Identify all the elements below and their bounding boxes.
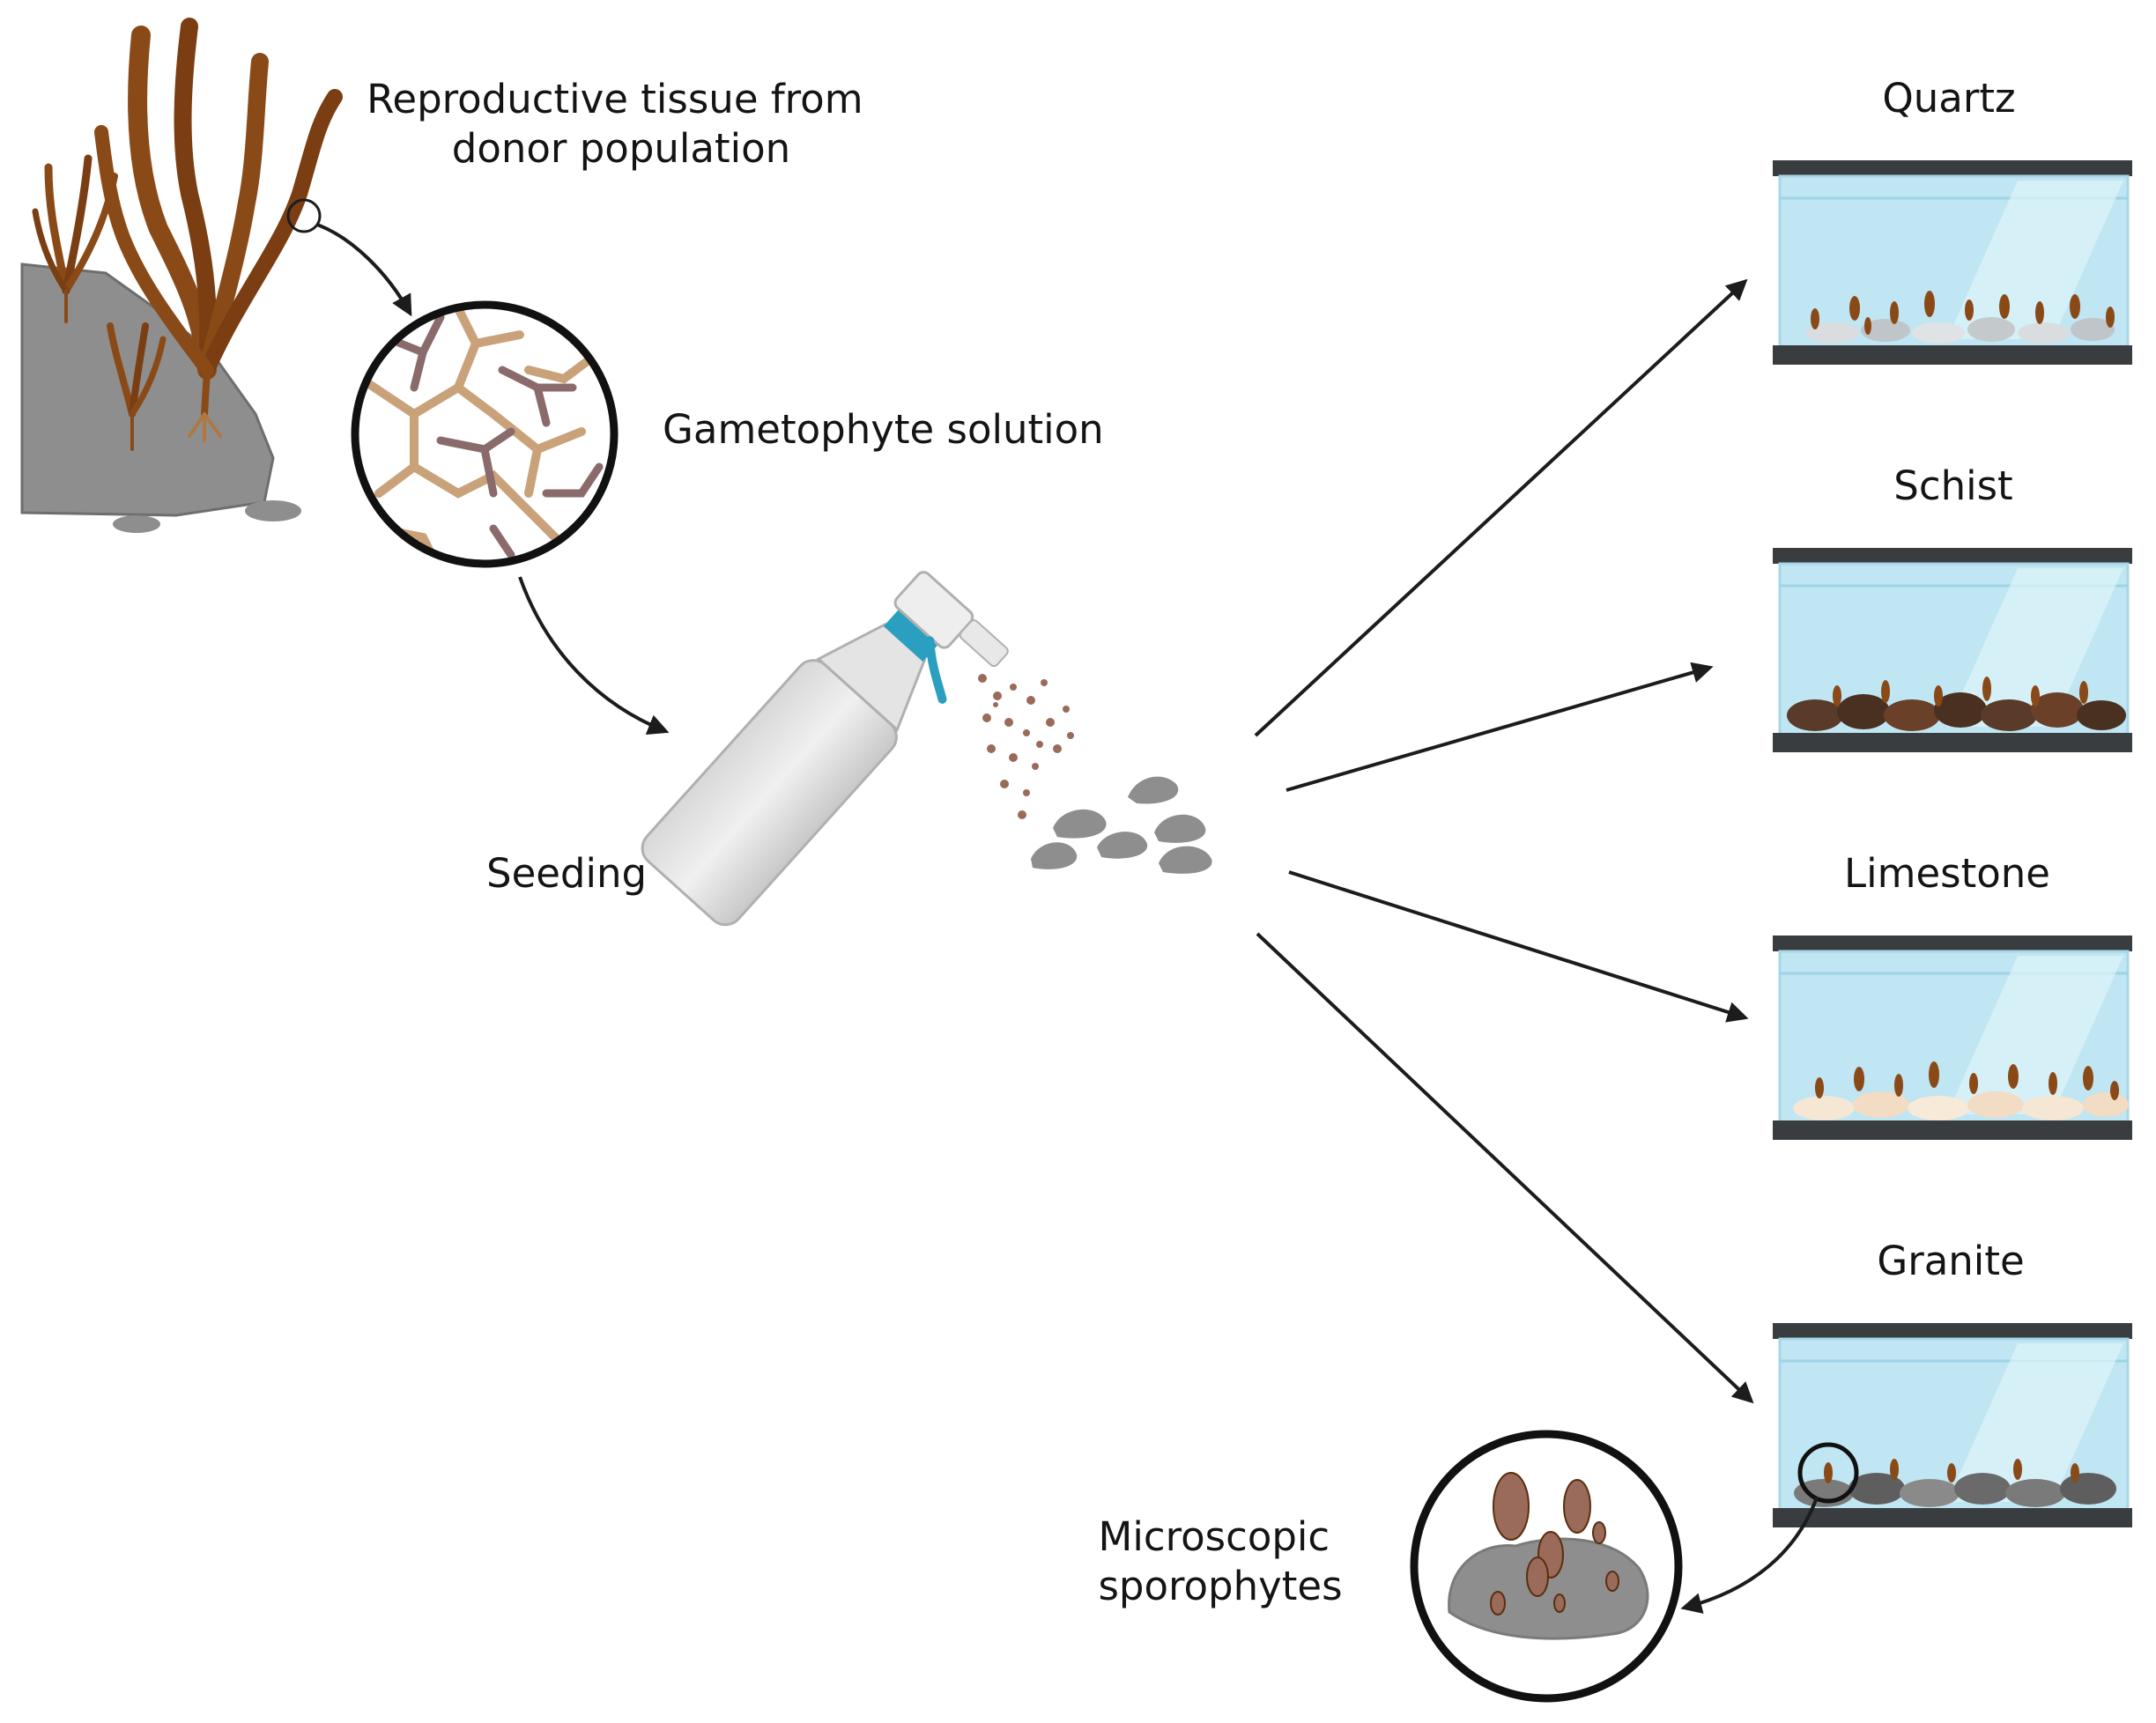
substrate-quartz — [1806, 291, 2115, 344]
spray-droplets — [978, 674, 1074, 819]
tissue-sample-marker — [286, 198, 322, 233]
tank-label: Schist — [1893, 462, 2012, 509]
sporophyte-label-line-1: Microscopic — [1099, 1513, 1330, 1560]
arrow-to-quartz-tank — [1254, 278, 1748, 737]
sporophyte-label-line-2: sporophytes — [1098, 1563, 1342, 1609]
arrow-granite-to-sporophytes — [1680, 1497, 1819, 1614]
tank-limestone: Limestone — [1773, 850, 2132, 1140]
donor-kelp-illustration — [20, 18, 343, 533]
rock — [1031, 842, 1078, 869]
tank-granite: Granite — [1773, 1238, 2132, 1527]
sample-zoom-marker — [1797, 1442, 1859, 1504]
gametophyte-label: Gametophyte solution — [663, 406, 1104, 453]
substrate-schist — [1787, 677, 2126, 731]
rock — [1053, 809, 1107, 839]
seeded-rocks — [1031, 776, 1212, 874]
tank-label: Limestone — [1844, 850, 2050, 897]
pebble — [245, 500, 301, 521]
donor-label: Reproductive tissue from donor populatio… — [367, 76, 876, 172]
rock — [1159, 846, 1212, 874]
kelp-fronds — [32, 18, 343, 451]
arrow-to-schist-tank — [1285, 662, 1714, 792]
arrow-donor-to-gametophyte — [316, 223, 412, 317]
sporophyte-label: Microscopic sporophytes — [1098, 1513, 1342, 1609]
arrow-to-limestone-tank — [1288, 870, 1749, 1023]
tank-label: Granite — [1877, 1238, 2024, 1284]
tank-quartz: Quartz — [1773, 75, 2132, 365]
branch-arrows — [1254, 278, 1754, 1404]
substrate-limestone — [1793, 1061, 2129, 1120]
pebble — [113, 515, 160, 533]
spray-bottle-icon — [641, 571, 1074, 927]
rock — [1128, 776, 1179, 804]
rock — [1097, 832, 1148, 859]
donor-label-line-2: donor population — [452, 125, 790, 172]
gametophyte-magnified-view — [351, 300, 619, 568]
seeding-label: Seeding — [486, 850, 647, 897]
arrow-to-granite-tank — [1256, 932, 1754, 1404]
sporophyte-magnified-view — [1410, 1430, 1683, 1703]
arrow-gametophyte-to-seeding — [518, 576, 670, 736]
donor-label-line-1: Reproductive tissue from — [367, 76, 863, 122]
tank-label: Quartz — [1882, 75, 2015, 122]
tank-schist: Schist — [1773, 462, 2132, 752]
rock — [1154, 814, 1206, 843]
